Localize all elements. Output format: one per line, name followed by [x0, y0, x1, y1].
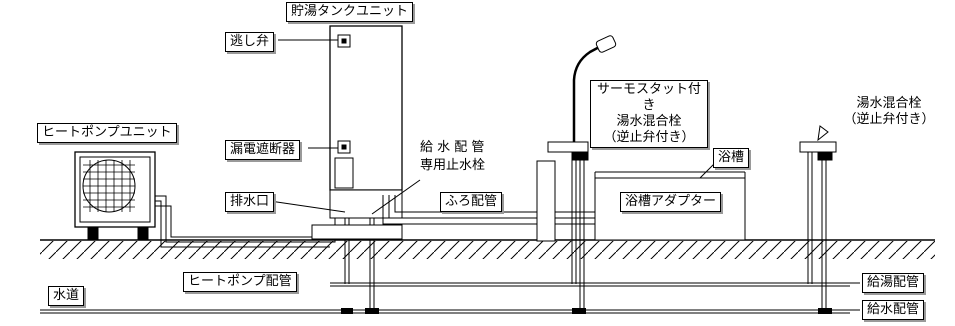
stop-valve-label: 専用止水栓 [420, 158, 486, 173]
breaker-label: 漏電遮断器 [225, 140, 301, 160]
mixing-faucet [799, 125, 837, 161]
tank-base [311, 224, 403, 240]
underground-pipes [40, 150, 850, 314]
pipe-feet [341, 308, 832, 314]
cold-water-piping-label: 給水配管 [862, 300, 925, 320]
bathtub-label: 浴槽 [713, 148, 750, 168]
mixing-faucet-line1: 湯水混合栓 [856, 96, 922, 111]
hot-water-piping-label: 給湯配管 [862, 273, 925, 293]
heat-pump-piping-label: ヒートポンプ配管 [183, 272, 297, 292]
mixing-faucet-label: 湯水混合栓 （逆止弁付き） [838, 96, 940, 128]
thermostat-faucet-line1: サーモスタット付き [596, 82, 701, 113]
thermostat-faucet-label: サーモスタット付き 湯水混合栓 （逆止弁付き） [590, 80, 708, 148]
relief-valve-label: 逃し弁 [225, 32, 275, 52]
leader-lines [269, 39, 860, 311]
water-main-label: 水道 [48, 286, 85, 306]
ground [40, 239, 935, 259]
storage-tank-unit [329, 25, 403, 219]
bath-piping-label: ふろ配管 [440, 192, 503, 212]
tank-unit-label: 貯湯タンクユニット [286, 2, 414, 22]
drain-label: 排水口 [225, 192, 275, 212]
bath-adapter-label: 浴槽アダプター [620, 192, 722, 212]
thermostat-faucet-line2: 湯水混合栓 [616, 114, 682, 129]
heat-pump-unit-label: ヒートポンプユニット [37, 123, 177, 143]
bathroom-wall [536, 160, 556, 242]
thermostat-faucet [547, 35, 617, 161]
thermostat-faucet-line3: （逆止弁付き） [603, 130, 695, 145]
mixing-faucet-line2: （逆止弁付き） [843, 112, 935, 127]
heat-pump-piping [155, 195, 336, 248]
heat-pump-unit [74, 151, 156, 240]
supply-piping-label: 給 水 配 管 [420, 140, 485, 155]
